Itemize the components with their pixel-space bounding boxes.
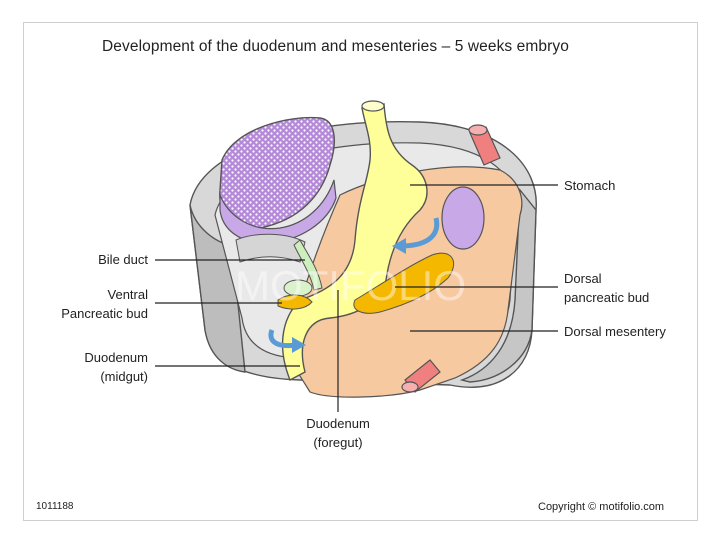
dorsal-pancreatic-bud xyxy=(353,252,454,314)
label-ventral-line1: Ventral xyxy=(107,287,148,302)
label-dorsal-mesentery: Dorsal mesentery xyxy=(564,324,666,339)
label-dorsal-bud-line2: pancreatic bud xyxy=(564,290,650,305)
figure-title: Development of the duodenum and mesenter… xyxy=(102,38,569,55)
watermark: MOTIFOLIO xyxy=(235,262,466,309)
vessel-lower xyxy=(401,359,441,393)
label-dorsal-bud-line1: Dorsal xyxy=(564,271,602,286)
bile-duct xyxy=(293,239,323,291)
rotation-arrow-upper xyxy=(392,217,440,254)
label-duodenum-foregut-line1: Duodenum xyxy=(306,416,370,431)
label-bile-duct: Bile duct xyxy=(98,252,148,267)
leader-lines xyxy=(155,184,558,412)
copyright-notice: Copyright © motifolio.com xyxy=(538,501,665,513)
label-ventral-line2: Pancreatic bud xyxy=(61,306,148,321)
vessel-upper xyxy=(468,124,501,166)
label-duodenum-foregut-line2: (foregut) xyxy=(313,435,363,450)
label-duodenum-midgut-line1: Duodenum xyxy=(84,350,148,365)
label-stomach: Stomach xyxy=(564,178,616,193)
image-id: 1011188 xyxy=(36,501,74,512)
ventral-pancreatic-bud xyxy=(277,294,313,310)
spleen-primordium xyxy=(441,186,485,250)
gut-tube xyxy=(281,100,428,381)
label-duodenum-midgut-line2: (midgut) xyxy=(100,369,148,384)
rotation-arrow-lower xyxy=(268,329,306,353)
